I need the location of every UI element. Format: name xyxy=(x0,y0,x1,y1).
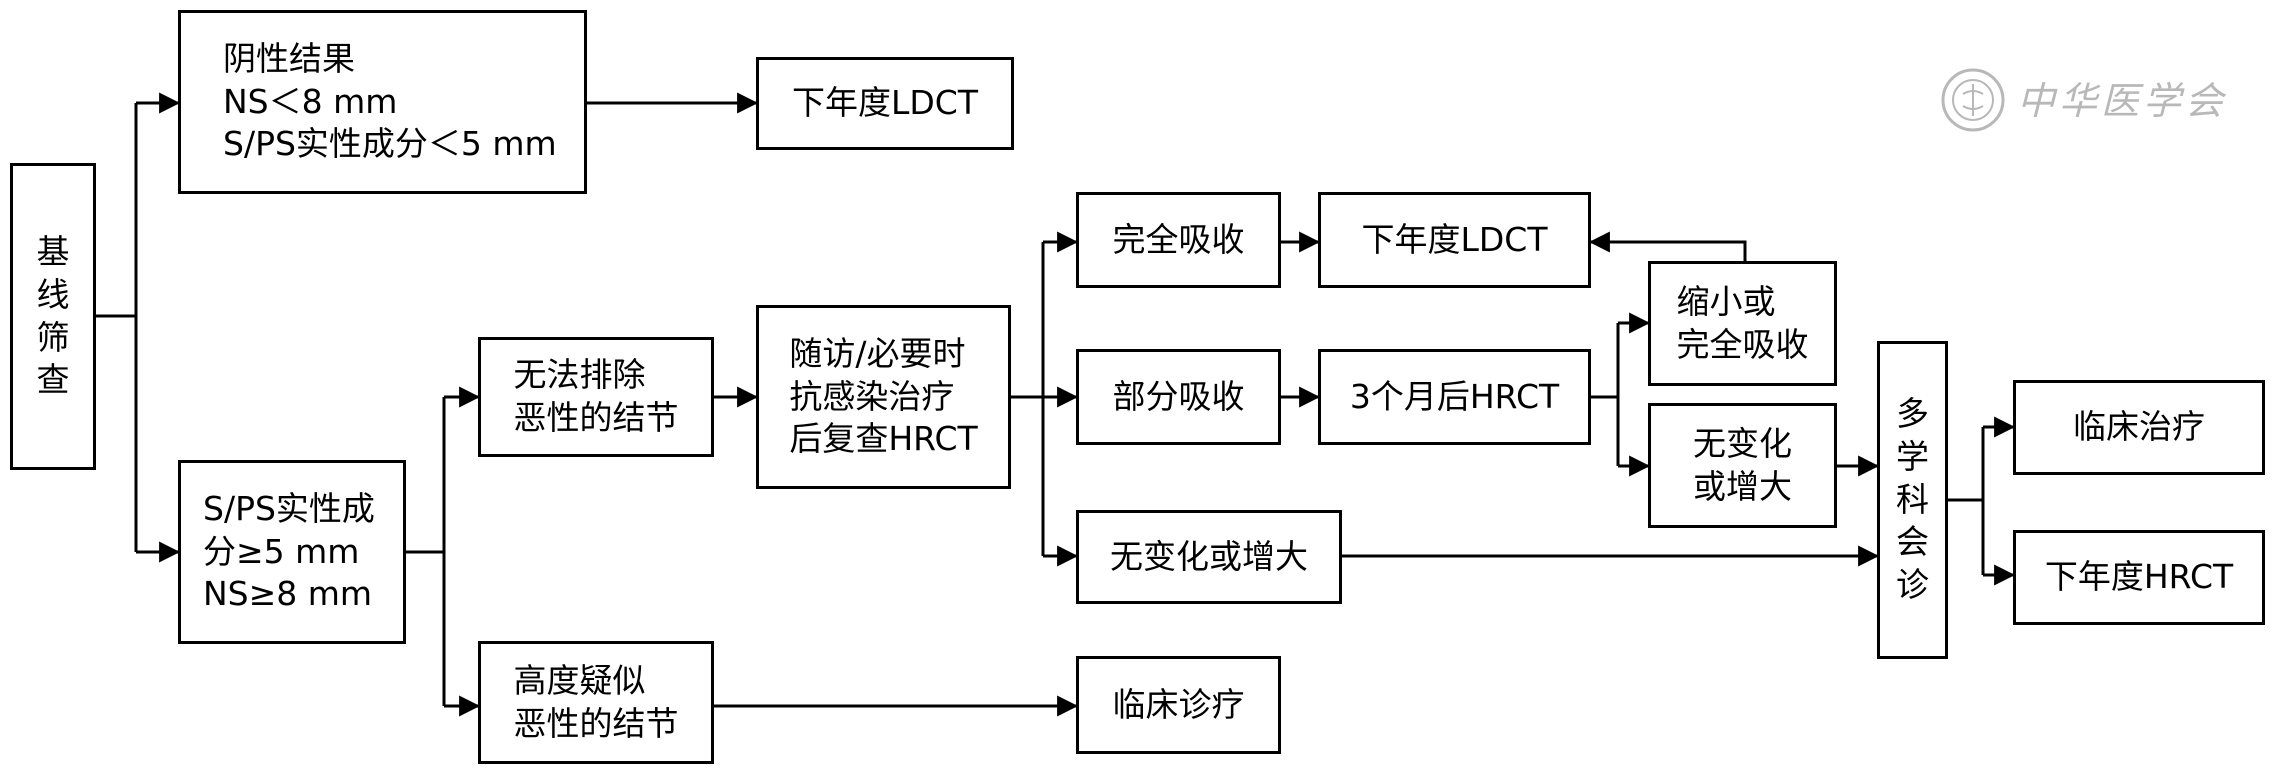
node-label-line: 临床诊疗 xyxy=(1112,684,1245,724)
node-label-line: 下年度LDCT xyxy=(1361,219,1548,259)
watermark-text: 中华医学会 xyxy=(2017,79,2227,123)
node-no-change-or-enlarged: 无变化或增大 xyxy=(1076,510,1342,604)
watermark: 中华医学会 xyxy=(1935,60,2235,140)
node-ldct-next-year-mid: 下年度LDCT xyxy=(1318,192,1591,288)
node-label-line: 3个月后HRCT xyxy=(1349,376,1560,416)
node-label-line: 阴性结果 xyxy=(223,38,355,78)
node-label-line: 诊 xyxy=(1896,565,1929,605)
node-clinical-treatment: 临床治疗 xyxy=(2013,380,2265,475)
node-label-line: 无变化或增大 xyxy=(1110,536,1308,576)
node-complete-absorption: 完全吸收 xyxy=(1076,192,1281,288)
node-followup-hrct: 随访/必要时抗感染治疗后复查HRCT xyxy=(756,305,1011,489)
node-label-line: 分≥5 mm xyxy=(203,531,360,571)
node-label-line: 或增大 xyxy=(1693,466,1792,506)
node-label-line: 线 xyxy=(36,274,70,314)
node-clinical-diagnosis: 临床诊疗 xyxy=(1076,656,1281,754)
node-label-line: 后复查HRCT xyxy=(789,419,978,459)
node-label-line: 学 xyxy=(1896,436,1929,476)
node-highly-suspected-malignancy: 高度疑似恶性的结节 xyxy=(478,641,714,764)
node-label-line: 部分吸收 xyxy=(1112,376,1245,416)
node-label-line: 下年度LDCT xyxy=(792,83,978,123)
node-label-line: 高度疑似 xyxy=(513,660,646,700)
node-label-line: 缩小或 xyxy=(1676,281,1776,321)
node-shrink-or-absorbed: 缩小或完全吸收 xyxy=(1648,261,1837,386)
node-label-line: 基 xyxy=(36,231,70,271)
node-hrct-3-months: 3个月后HRCT xyxy=(1318,349,1591,445)
node-label-line: S/PS实性成 xyxy=(203,488,375,528)
node-ldct-next-year-top: 下年度LDCT xyxy=(756,57,1014,150)
arrow-shrink-to-ldct xyxy=(1588,231,1747,261)
node-label-line: 随访/必要时 xyxy=(789,333,966,373)
node-multidisciplinary-consultation: 多学科会诊 xyxy=(1877,341,1948,659)
node-label-line: NS＜8 mm xyxy=(223,81,398,121)
node-label-line: 恶性的结节 xyxy=(513,703,679,743)
node-no-change-or-enlarged-small: 无变化或增大 xyxy=(1648,403,1837,528)
node-label-line: 完全吸收 xyxy=(1112,219,1245,259)
node-label-line: 抗感染治疗 xyxy=(789,376,955,416)
node-label-line: 完全吸收 xyxy=(1676,324,1809,364)
node-partial-absorption: 部分吸收 xyxy=(1076,349,1281,445)
node-label-line: 无法排除 xyxy=(513,355,646,395)
node-label-line: 无变化 xyxy=(1693,423,1792,463)
node-baseline-screening: 基线筛查 xyxy=(10,163,96,470)
node-cannot-exclude-malignancy: 无法排除恶性的结节 xyxy=(478,337,714,457)
node-label-line: NS≥8 mm xyxy=(203,574,373,614)
node-label-line: 恶性的结节 xyxy=(513,398,679,437)
node-hrct-next-year: 下年度HRCT xyxy=(2013,530,2265,625)
node-label-line: 会 xyxy=(1896,522,1929,562)
node-label-line: 查 xyxy=(36,360,70,400)
node-label-line: 下年度HRCT xyxy=(2044,557,2234,597)
node-label-line: 科 xyxy=(1896,479,1929,519)
node-label-line: S/PS实性成分＜5 mm xyxy=(223,124,557,164)
cma-emblem-icon: 中华医学会 xyxy=(1941,68,2227,132)
node-label-line: 多 xyxy=(1896,393,1929,433)
node-label-line: 临床治疗 xyxy=(2073,407,2205,447)
node-label-line: 筛 xyxy=(36,317,70,357)
